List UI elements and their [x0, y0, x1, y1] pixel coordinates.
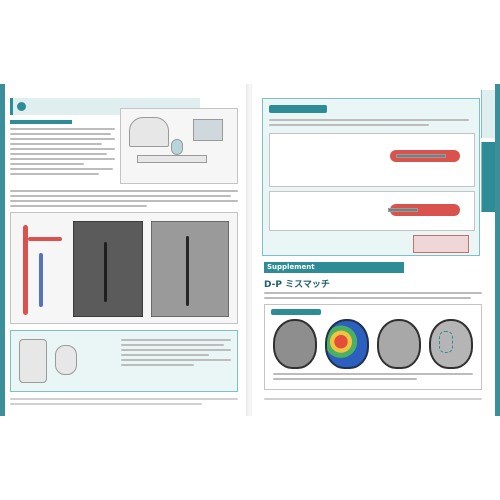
- catheter-illustration: [55, 345, 77, 375]
- supplement-text: [264, 292, 482, 302]
- figure-caption: [273, 373, 473, 383]
- physician-icon: [171, 139, 183, 155]
- stent-retriever-row: [269, 133, 475, 187]
- figure-label: [271, 309, 321, 315]
- footnote-lines: [264, 398, 482, 403]
- spine-gutter: [246, 84, 254, 416]
- body-text-1: [10, 190, 238, 210]
- retrieved-clot-photo: [413, 235, 469, 253]
- intro-text: [10, 128, 115, 178]
- supplement-bar: Supplement: [264, 262, 404, 273]
- dwi-brain-image-2: [377, 319, 421, 369]
- mismatch-brain-image: [429, 319, 473, 369]
- complication-box: [10, 330, 238, 392]
- chapter-tab-active: [481, 142, 495, 212]
- branch-vessel: [28, 237, 62, 241]
- box-heading-tag: [269, 105, 327, 113]
- angiogram-image-1: [73, 221, 143, 317]
- right-page: Supplement D-P ミスマッチ: [252, 84, 500, 416]
- dwi-brain-image: [273, 319, 317, 369]
- catheter-route-figure: [10, 212, 238, 324]
- angiogram-image-2: [151, 221, 229, 317]
- supplement-title: D-P ミスマッチ: [264, 280, 330, 290]
- angiogram-vessel: [104, 242, 107, 302]
- left-page: [0, 84, 248, 416]
- aspiration-catheter: [388, 208, 418, 212]
- device-overview-box: [262, 98, 480, 256]
- stent-retriever: [396, 154, 446, 158]
- device-illustration: [19, 339, 47, 383]
- monitor-icon: [193, 119, 223, 141]
- chapter-tab: [481, 90, 495, 138]
- subsection-bar: [10, 120, 72, 124]
- angiogram-vessel: [186, 236, 189, 306]
- right-edge-strip: [495, 84, 500, 416]
- pwi-brain-image: [325, 319, 369, 369]
- dwi-pwi-figure: [264, 304, 482, 390]
- c-arm-icon: [129, 117, 169, 147]
- textbook-spread: Supplement D-P ミスマッチ: [0, 84, 500, 416]
- supplement-label: Supplement: [267, 263, 315, 271]
- angiography-room-figure: [120, 108, 238, 184]
- vein-vessel: [39, 253, 43, 307]
- heading-bullet-icon: [17, 102, 26, 111]
- mismatch-region: [439, 331, 453, 353]
- operating-table-icon: [137, 155, 207, 163]
- footnote-lines: [10, 398, 238, 408]
- box-text: [269, 119, 469, 129]
- aspiration-vessel: [390, 204, 460, 216]
- aspiration-row: [269, 191, 475, 231]
- complication-text: [121, 339, 231, 369]
- aorta-vessel: [23, 225, 28, 315]
- left-edge-strip: [0, 84, 5, 416]
